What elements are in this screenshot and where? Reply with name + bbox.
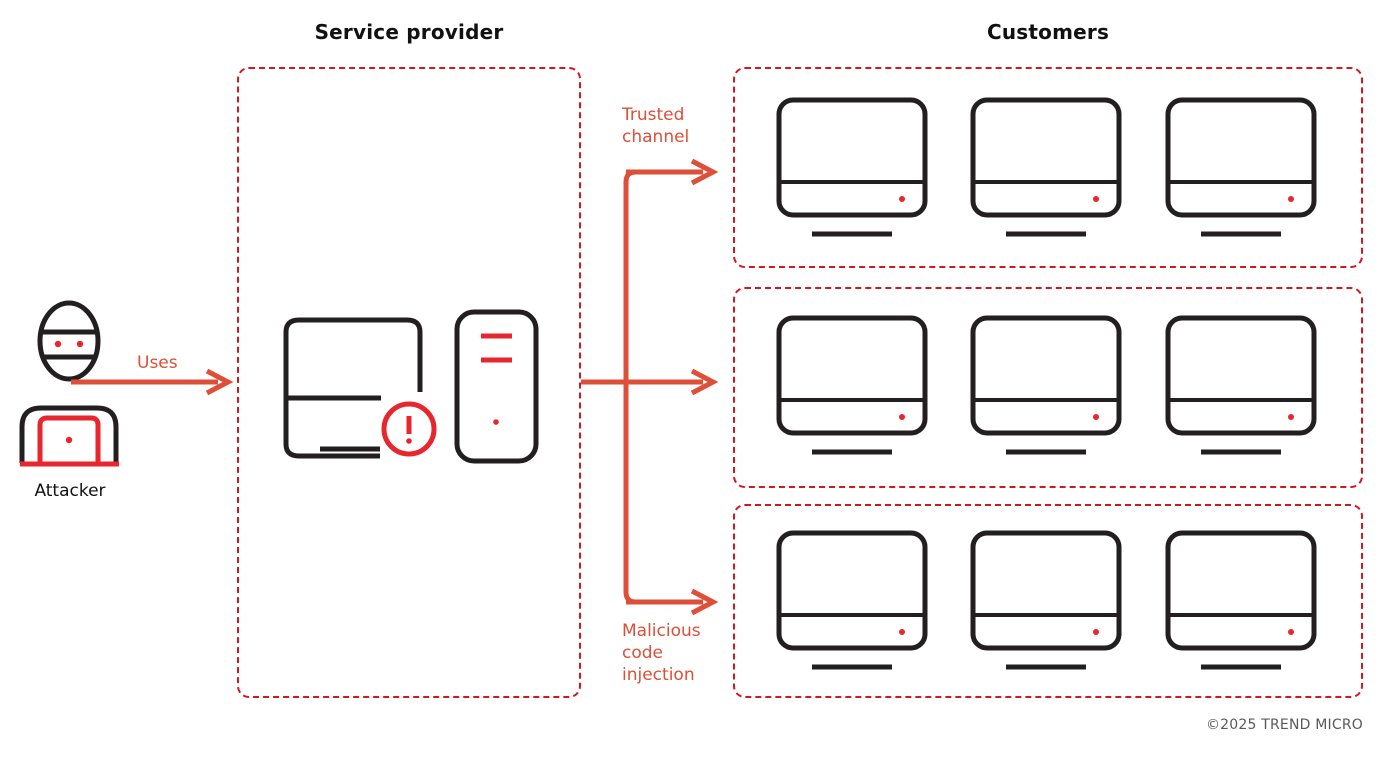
distribution-arrows [581,158,719,616]
customers-title: Customers [986,20,1110,44]
malicious-code-injection-label: Malicious code injection [622,621,701,685]
customer-group-1-boundary [733,67,1363,268]
service-provider-boundary [237,67,581,698]
service-provider-title: Service provider [314,20,504,44]
copyright-notice: ©2025 TREND MICRO [1205,717,1363,733]
uses-label: Uses [137,353,178,373]
arrow-uses [71,368,234,396]
arrow-malicious-code-injection [626,588,719,616]
customer-group-2-boundary [733,287,1363,488]
customer-group-3-boundary [733,504,1363,698]
arrow-trusted-channel [626,158,719,186]
arrow-to-customer-group-2 [626,368,719,396]
attacker-icon [19,300,119,467]
attacker-label: Attacker [34,481,106,501]
trusted-channel-label: Trusted channel [622,105,690,147]
